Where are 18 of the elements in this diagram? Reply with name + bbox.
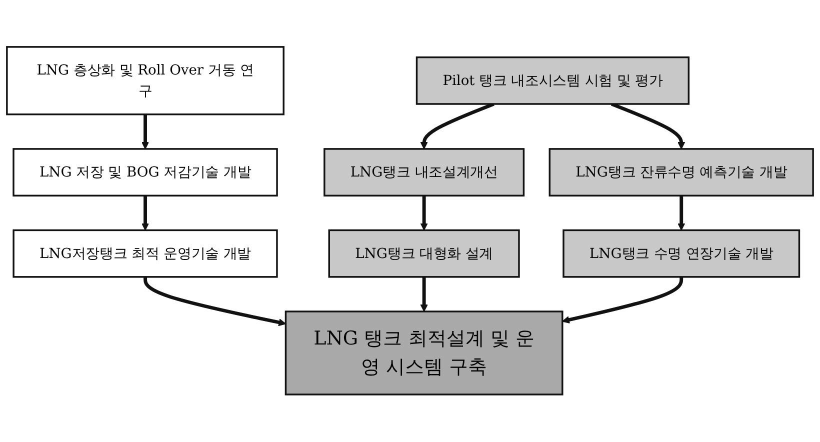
node-box: Pilot 탱크 내조시스템 시험 및 평가 (416, 56, 690, 106)
arrow (610, 102, 686, 150)
node-box: LNG탱크 내조설계개선 (324, 148, 525, 197)
arrow (420, 196, 428, 231)
node-box: LNG 저장 및 BOG 저감기술 개발 (12, 148, 278, 197)
node-box: LNG 탱크 최적설계 및 운영 시스템 구축 (284, 310, 564, 396)
arrow (562, 277, 684, 324)
arrow (144, 277, 286, 326)
arrow (420, 277, 428, 312)
arrow (141, 114, 150, 150)
arrow (141, 196, 150, 231)
node-box: LNG탱크 수명 연장기술 개발 (562, 230, 800, 278)
node-box: LNG 층상화 및 Roll Over 거동 연구 (6, 46, 284, 116)
node-box: LNG탱크 대형화 설계 (328, 230, 520, 278)
arrow (678, 196, 686, 231)
node-box: LNG탱크 잔류수명 예측기술 개발 (548, 148, 814, 197)
node-box: LNG저장탱크 최적 운영기술 개발 (12, 230, 278, 278)
arrow (420, 102, 494, 150)
